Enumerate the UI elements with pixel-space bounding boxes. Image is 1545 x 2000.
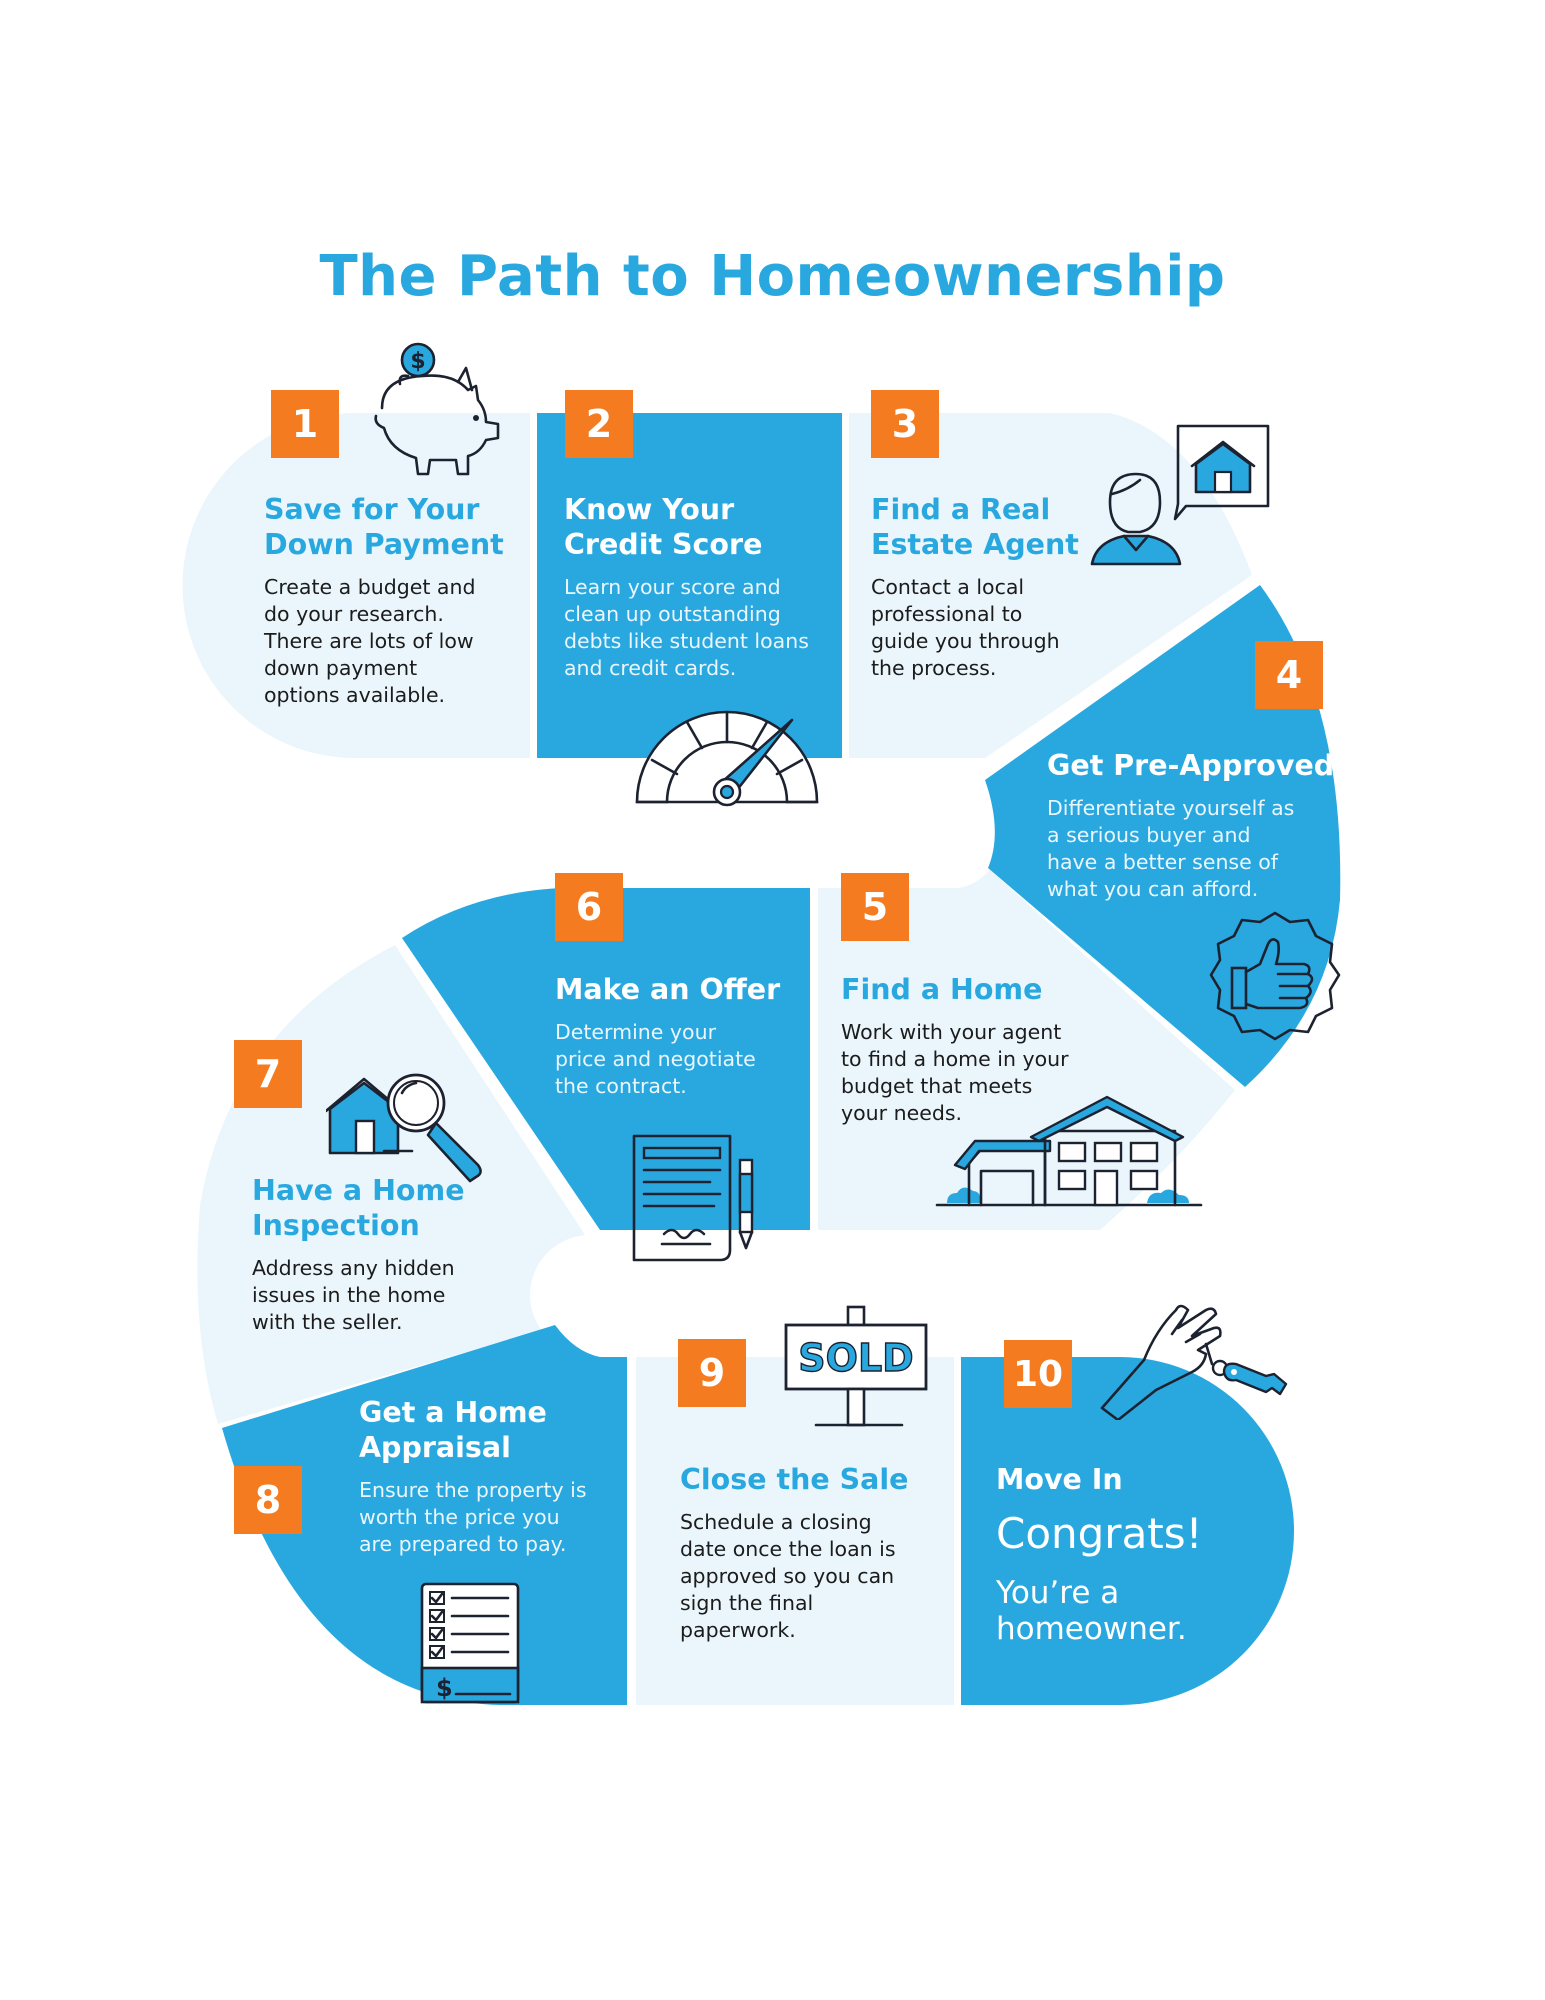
sold-sign-icon: SOLD [784, 1305, 928, 1427]
credit-gauge-icon [635, 710, 819, 807]
step-6-title: Make an Offer [555, 973, 781, 1006]
contract-pen-icon [632, 1134, 754, 1262]
step-4-title: Get Pre-Approved [1047, 749, 1335, 782]
step-9-title: Close the Sale [680, 1463, 909, 1496]
step-4-panel [985, 585, 1341, 1087]
step-1-panel [182, 413, 530, 758]
hand-keys-icon [1100, 1304, 1288, 1420]
step-9-number-badge: 9 [678, 1339, 746, 1407]
step-3-panel [849, 413, 1252, 758]
step-3-number-badge: 3 [871, 390, 939, 458]
step-7-number-badge: 7 [234, 1040, 302, 1108]
step-2-panel [537, 413, 842, 758]
step-1-number-badge: 1 [271, 390, 339, 458]
step-2-number-badge: 2 [565, 390, 633, 458]
step-9-panel [636, 1357, 954, 1705]
coin-dollar-text: $ [410, 349, 425, 374]
house-icon [935, 1095, 1203, 1207]
connector-2 [530, 1235, 640, 1355]
step-5-title: Find a Home [841, 973, 1043, 1006]
step-10-title: Move In [996, 1463, 1123, 1496]
step-8-panel [222, 1325, 627, 1705]
agent-icon [1090, 424, 1270, 566]
home-inspection-icon [326, 1073, 482, 1183]
step-6-number-badge: 6 [555, 873, 623, 941]
congrats-text: Congrats! [996, 1509, 1203, 1558]
step-5-panel [818, 870, 1235, 1230]
step-4-number-badge: 4 [1255, 641, 1323, 709]
step-6-panel [402, 888, 810, 1230]
step-4: Get Pre-Approved Differentiate yourself … [1047, 748, 1337, 903]
thumbs-up-badge-icon [1209, 911, 1341, 1041]
sold-sign-text: SOLD [798, 1336, 913, 1380]
appraisal-checklist-icon: $ [420, 1582, 520, 1704]
step-5-number-badge: 5 [841, 873, 909, 941]
step-8-number-badge: 8 [234, 1466, 302, 1534]
step-10-panel [961, 1357, 1294, 1705]
appraisal-dollar-text: $ [436, 1674, 453, 1702]
page-title: The Path to Homeownership [319, 244, 1226, 309]
piggy-bank-icon: $ [374, 342, 500, 476]
step-10-number-badge: 10 [1004, 1340, 1072, 1408]
